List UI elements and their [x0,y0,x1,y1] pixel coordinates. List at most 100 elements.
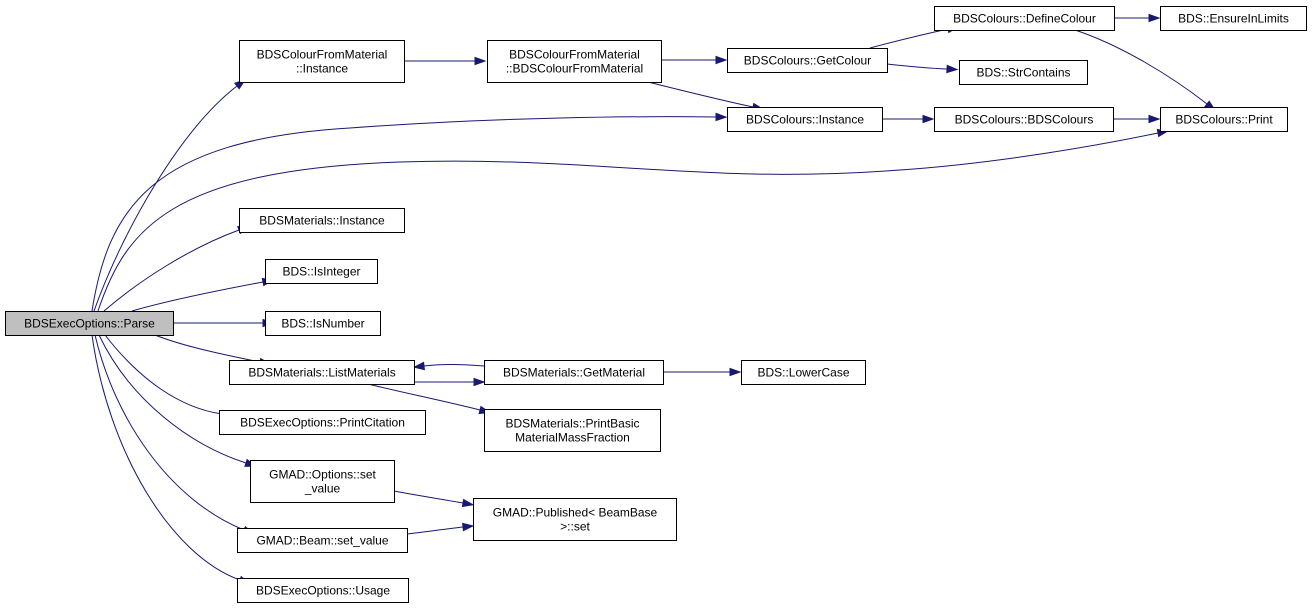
node-box [265,311,381,336]
arrow-head [715,112,728,122]
node-label: BDSColours::DefineColour [953,12,1096,26]
node-label: BDSMaterials::ListMaterials [248,366,395,380]
node-label: BDSColours::BDSColours [955,113,1094,127]
node-box [1160,107,1288,132]
edge-mat_list-to-mat_get [414,377,486,387]
node-parse[interactable]: BDSExecOptions::Parse [5,311,174,336]
node-isnumber[interactable]: BDS::IsNumber [265,311,381,336]
node-box [934,6,1115,31]
node-box [239,40,405,83]
arrow-head [729,367,742,377]
edge-parse-to-opt_setvalue [98,334,257,467]
edge-line [91,334,241,581]
node-strcontains[interactable]: BDS::StrContains [959,60,1088,85]
edge-col_ctor-to-col_print [1113,114,1161,124]
edge-line [94,334,245,531]
edge-parse-to-isnumber [173,318,275,328]
edge-col_getcolour-to-strcontains [886,63,959,74]
edge-line [98,334,247,464]
node-isinteger[interactable]: BDS::IsInteger [265,259,378,284]
node-label: GMAD::Published< BeamBase [493,506,658,520]
edge-mat_get-to-lowercase [663,367,742,377]
edge-cfm_ctor-to-col_getcolour [661,55,728,65]
node-mat-list[interactable]: BDSMaterials::ListMaterials [229,360,415,385]
edge-line [91,116,717,312]
node-usage[interactable]: BDSExecOptions::Usage [237,578,409,603]
node-cfm-ctor[interactable]: BDSColourFromMaterial::BDSColourFromMate… [487,40,662,83]
edge-parse-to-cfm_instance [93,78,247,312]
node-box [239,208,405,233]
edge-parse-to-mat_instance [103,225,250,312]
node-label: GMAD::Beam::set_value [256,534,388,548]
node-label: _value [304,482,341,496]
node-label: BDSColours::GetColour [744,54,871,68]
node-label: BDSColours::Print [1175,113,1273,127]
arrow-head [715,55,728,65]
node-mat-printbasic[interactable]: BDSMaterials::PrintBasicMaterialMassFrac… [484,409,661,452]
node-box [741,360,866,385]
edge-line [1074,29,1208,105]
node-label: ::BDSColourFromMaterial [506,62,643,76]
node-box [265,259,378,284]
edge-line [423,364,485,367]
node-opt-setvalue[interactable]: GMAD::Options::set_value [250,460,395,503]
node-label: BDS::StrContains [976,66,1070,80]
arrow-head [922,114,935,124]
node-col-define[interactable]: BDSColours::DefineColour [934,6,1115,31]
node-box [237,528,408,553]
node-label: GMAD::Options::set [269,468,376,482]
node-box [237,578,409,603]
edge-col_instance-to-col_ctor [882,114,935,124]
node-label: BDS::IsInteger [282,265,360,279]
edge-opt_setvalue-to-published_set [393,490,475,508]
node-box [727,48,888,73]
node-label: BDSMaterials::PrintBasic [505,417,639,431]
node-box [484,409,661,452]
node-col-ctor[interactable]: BDSColours::BDSColours [934,107,1114,132]
node-box [219,410,426,435]
node-label: BDSMaterials::Instance [259,214,385,228]
node-label: MaterialMassFraction [515,431,630,445]
edge-line [406,526,464,535]
edge-parse-to-col_instance [91,112,728,312]
edge-beam_setvalue-to-published_set [406,522,475,535]
edge-line [93,85,238,312]
edge-line [131,281,264,312]
node-box [473,498,677,541]
edge-mat_list-to-mat_printbasic [367,383,492,415]
node-label: BDSColours::Instance [746,113,864,127]
node-box [934,107,1114,132]
edge-col_define-to-col_print [1074,29,1217,112]
node-box [5,311,174,336]
node-label: >::set [560,520,590,534]
node-mat-get[interactable]: BDSMaterials::GetMaterial [484,360,664,385]
node-box [487,40,662,83]
edge-line [104,334,223,415]
node-col-getcolour[interactable]: BDSColours::GetColour [727,48,888,73]
edge-line [97,132,1159,312]
arrow-head [1148,13,1161,23]
node-label: BDSExecOptions::Parse [24,317,155,331]
node-col-instance[interactable]: BDSColours::Instance [727,107,883,132]
node-label: BDS::LowerCase [757,366,849,380]
node-published-set[interactable]: GMAD::Published< BeamBase>::set [473,498,677,541]
arrow-head [1148,114,1161,124]
node-printcitation[interactable]: BDSExecOptions::PrintCitation [219,410,426,435]
node-box [250,460,395,503]
node-label: BDSColourFromMaterial [509,48,640,62]
node-cfm-instance[interactable]: BDSColourFromMaterial::Instance [239,40,405,83]
node-label: BDSMaterials::GetMaterial [503,366,645,380]
arrow-head [461,498,475,508]
node-lowercase[interactable]: BDS::LowerCase [741,360,866,385]
edge-line [886,63,948,70]
arrow-head [473,377,486,387]
node-ensure[interactable]: BDS::EnsureInLimits [1160,6,1307,31]
node-box [727,107,883,132]
node-beam-setvalue[interactable]: GMAD::Beam::set_value [237,528,408,553]
edge-cfm_ctor-to-col_instance [647,81,765,112]
edge-line [154,334,261,363]
edge-line [393,490,464,504]
node-col-print[interactable]: BDSColours::Print [1160,107,1288,132]
node-mat-instance[interactable]: BDSMaterials::Instance [239,208,405,233]
